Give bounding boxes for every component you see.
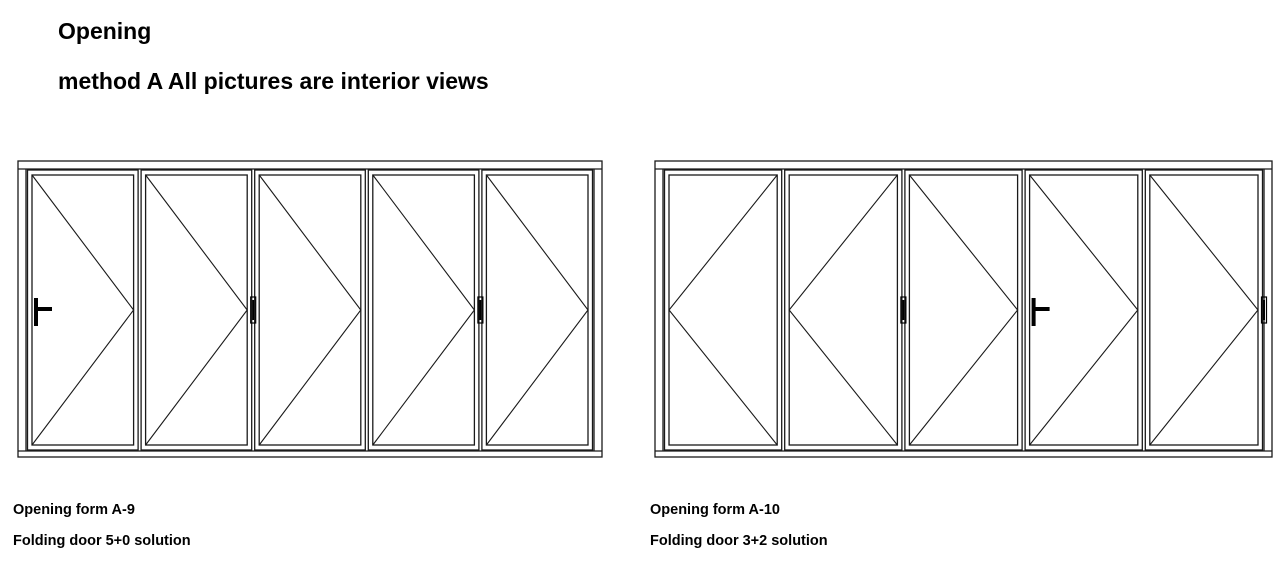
door-panel bbox=[663, 169, 783, 451]
lever-handle-icon bbox=[1031, 298, 1050, 326]
form-label-a9: Opening form A-9 bbox=[13, 502, 135, 518]
door-panel bbox=[904, 169, 1023, 451]
flush-handle-icon bbox=[1260, 296, 1268, 324]
door-panel bbox=[367, 169, 480, 451]
opening-direction-line bbox=[31, 174, 135, 446]
opening-direction-line bbox=[372, 174, 476, 446]
solution-label-a9: Folding door 5+0 solution bbox=[13, 533, 191, 549]
glass-pane bbox=[908, 174, 1019, 446]
form-label-a10: Opening form A-10 bbox=[650, 502, 780, 518]
glass-pane bbox=[788, 174, 899, 446]
glass-pane bbox=[1149, 174, 1259, 446]
opening-direction-line bbox=[788, 174, 898, 446]
outer-frame bbox=[654, 160, 1273, 458]
opening-direction-line bbox=[258, 174, 362, 446]
flush-handle-icon bbox=[250, 296, 257, 324]
door-panel bbox=[784, 169, 903, 451]
solution-label-a10: Folding door 3+2 solution bbox=[650, 533, 828, 549]
opening-direction-line bbox=[668, 174, 778, 446]
door-panel bbox=[140, 169, 253, 451]
glass-pane bbox=[668, 174, 778, 446]
door-panel bbox=[1144, 169, 1264, 451]
page-subtitle: method A All pictures are interior views bbox=[58, 68, 489, 94]
opening-direction-line bbox=[485, 174, 589, 446]
flush-handle-icon bbox=[900, 296, 907, 324]
opening-direction-line bbox=[1149, 174, 1259, 446]
flush-handle-icon bbox=[477, 296, 484, 324]
door-panel bbox=[1024, 169, 1143, 451]
opening-direction-line bbox=[908, 174, 1019, 446]
lever-handle-icon bbox=[34, 298, 52, 326]
opening-direction-line bbox=[145, 174, 248, 446]
door-panel bbox=[26, 169, 139, 451]
page-title: Opening bbox=[58, 18, 152, 44]
outer-frame bbox=[17, 160, 603, 458]
door-panel bbox=[254, 169, 366, 451]
door-panel bbox=[481, 169, 594, 451]
opening-direction-line bbox=[1029, 174, 1139, 446]
